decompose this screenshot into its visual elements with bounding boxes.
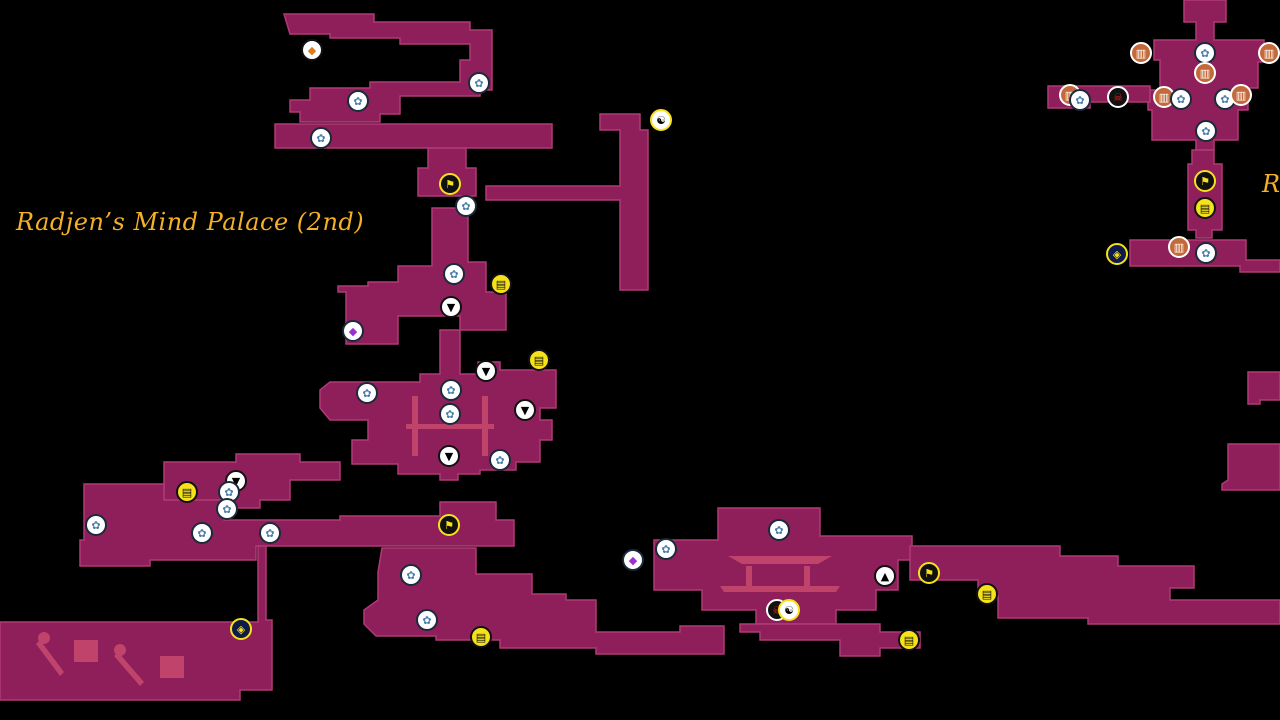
arrow-down-icon[interactable]: ▼: [514, 399, 536, 421]
key-icon-b: [114, 652, 144, 686]
orange-shard-icon[interactable]: ◆: [301, 39, 323, 61]
pagoda-pillar-b: [804, 566, 810, 586]
lore-book-icon[interactable]: ▥: [1130, 42, 1152, 64]
pagoda-pillar-a: [746, 566, 752, 586]
feather-icon[interactable]: ✿: [468, 72, 490, 94]
key-icon-a-head: [38, 632, 50, 644]
feather-icon[interactable]: ✿: [439, 403, 461, 425]
feather-icon[interactable]: ✿: [1195, 120, 1217, 142]
treasure-chest-icon[interactable]: ▤: [176, 481, 198, 503]
rest-shrine-icon[interactable]: ⚑: [918, 562, 940, 584]
feather-icon[interactable]: ✿: [1194, 42, 1216, 64]
feather-icon[interactable]: ✿: [1170, 88, 1192, 110]
room-lower-cave: [363, 547, 725, 655]
feather-icon[interactable]: ✿: [1069, 89, 1091, 111]
treasure-chest-icon[interactable]: ▤: [1194, 197, 1216, 219]
feather-icon[interactable]: ✿: [489, 449, 511, 471]
room-southwest-shaft: [0, 545, 273, 701]
feather-icon[interactable]: ✿: [191, 522, 213, 544]
room-east-stub-b: [1221, 443, 1280, 491]
crystal-icon[interactable]: ◈: [1106, 243, 1128, 265]
room-central-hall: [319, 329, 557, 481]
feather-icon[interactable]: ✿: [259, 522, 281, 544]
yin-yang-icon[interactable]: ☯: [778, 599, 800, 621]
room-top-shaft: [417, 147, 477, 197]
treasure-chest-icon[interactable]: ▤: [976, 583, 998, 605]
feather-icon[interactable]: ✿: [400, 564, 422, 586]
purple-gem-icon[interactable]: ◆: [342, 320, 364, 342]
feather-icon[interactable]: ✿: [1195, 242, 1217, 264]
lore-book-icon[interactable]: ▥: [1230, 84, 1252, 106]
room-temple: [653, 507, 913, 625]
treasure-chest-icon[interactable]: ▤: [470, 626, 492, 648]
temple-crossbeam: [406, 424, 494, 429]
boss-skull-icon[interactable]: ☠: [1107, 86, 1129, 108]
feather-icon[interactable]: ✿: [440, 379, 462, 401]
lore-book-icon[interactable]: ▥: [1258, 42, 1280, 64]
key-icon-b-head: [114, 644, 126, 656]
arrow-down-icon[interactable]: ▼: [438, 445, 460, 467]
feather-icon[interactable]: ✿: [455, 195, 477, 217]
crystal-icon[interactable]: ◈: [230, 618, 252, 640]
spike-block-a: [74, 640, 98, 662]
spike-block-b: [160, 656, 184, 678]
room-mid-shaft: [337, 207, 507, 345]
key-icon-a: [36, 640, 64, 676]
room-top-corridor: [274, 123, 553, 149]
feather-icon[interactable]: ✿: [216, 498, 238, 520]
purple-gem-icon[interactable]: ◆: [622, 549, 644, 571]
room-east-stub-a: [1247, 371, 1280, 405]
feather-icon[interactable]: ✿: [416, 609, 438, 631]
feather-icon[interactable]: ✿: [655, 538, 677, 560]
arrow-down-icon[interactable]: ▼: [475, 360, 497, 382]
pagoda-roof: [728, 556, 832, 564]
adjacent-region-label: R: [1262, 170, 1280, 198]
lore-book-icon[interactable]: ▥: [1168, 236, 1190, 258]
lore-book-icon[interactable]: ▥: [1194, 62, 1216, 84]
room-ne-shaft: [1187, 149, 1223, 239]
region-title: Radjen’s Mind Palace (2nd): [16, 208, 365, 236]
arrow-down-icon[interactable]: ▼: [440, 296, 462, 318]
yin-yang-icon[interactable]: ☯: [650, 109, 672, 131]
rest-shrine-icon[interactable]: ⚑: [1194, 170, 1216, 192]
treasure-chest-icon[interactable]: ▤: [528, 349, 550, 371]
feather-icon[interactable]: ✿: [85, 514, 107, 536]
room-east-corridor: [909, 545, 1280, 625]
rest-shrine-icon[interactable]: ⚑: [439, 173, 461, 195]
room-east-tower: [485, 113, 649, 291]
feather-icon[interactable]: ✿: [310, 127, 332, 149]
feather-icon[interactable]: ✿: [768, 519, 790, 541]
room-top-loop: [282, 13, 493, 123]
rest-shrine-icon[interactable]: ⚑: [438, 514, 460, 536]
feather-icon[interactable]: ✿: [356, 382, 378, 404]
room-temple-lower: [739, 623, 921, 657]
treasure-chest-icon[interactable]: ▤: [490, 273, 512, 295]
feather-icon[interactable]: ✿: [443, 263, 465, 285]
feather-icon[interactable]: ✿: [218, 481, 240, 503]
feather-icon[interactable]: ✿: [347, 90, 369, 112]
arrow-up-icon[interactable]: ▲: [874, 565, 896, 587]
pagoda-base: [720, 586, 840, 592]
treasure-chest-icon[interactable]: ▤: [898, 629, 920, 651]
